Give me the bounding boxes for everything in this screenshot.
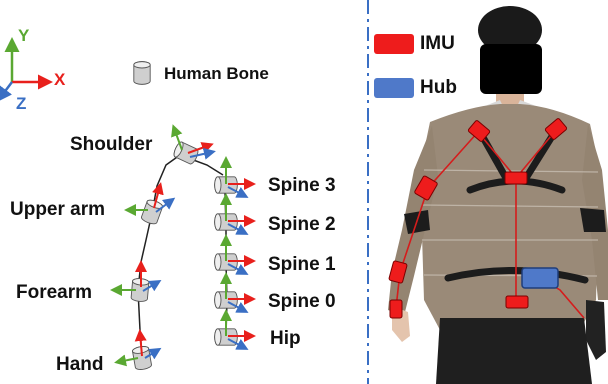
label-spine3: Spine 3 [268, 175, 336, 197]
joint-spine2 [215, 197, 252, 233]
hub-device [522, 268, 558, 288]
skeleton-chain [138, 155, 227, 355]
label-spine2: Spine 2 [268, 214, 336, 236]
bone-legend-icon [134, 62, 150, 85]
axis-legend [0, 42, 48, 98]
imu-legend-swatch [374, 34, 414, 54]
hub-legend-label: Hub [420, 77, 457, 99]
axis-x-label: X [54, 70, 65, 90]
label-upper-arm: Upper arm [10, 199, 105, 221]
label-hip: Hip [270, 328, 301, 350]
hub-legend-swatch [374, 78, 414, 98]
label-shoulder: Shoulder [70, 134, 152, 156]
label-hand: Hand [56, 354, 104, 376]
joint-spine0 [215, 276, 252, 311]
face-redaction-box [480, 44, 542, 94]
axis-z-label: Z [16, 94, 26, 114]
bone-legend-label: Human Bone [164, 64, 269, 84]
joint-spine3 [215, 160, 252, 196]
imu-legend-label: IMU [420, 33, 455, 55]
joint-forearm [114, 264, 158, 302]
joint-hand [118, 333, 158, 371]
label-forearm: Forearm [16, 282, 92, 304]
joint-shoulder [172, 128, 212, 165]
joint-upper-arm [128, 186, 172, 225]
axis-y-label: Y [18, 26, 29, 46]
joint-spine1 [215, 238, 252, 273]
label-spine0: Spine 0 [268, 291, 336, 313]
label-spine1: Spine 1 [268, 254, 336, 276]
joint-hip [215, 313, 252, 348]
